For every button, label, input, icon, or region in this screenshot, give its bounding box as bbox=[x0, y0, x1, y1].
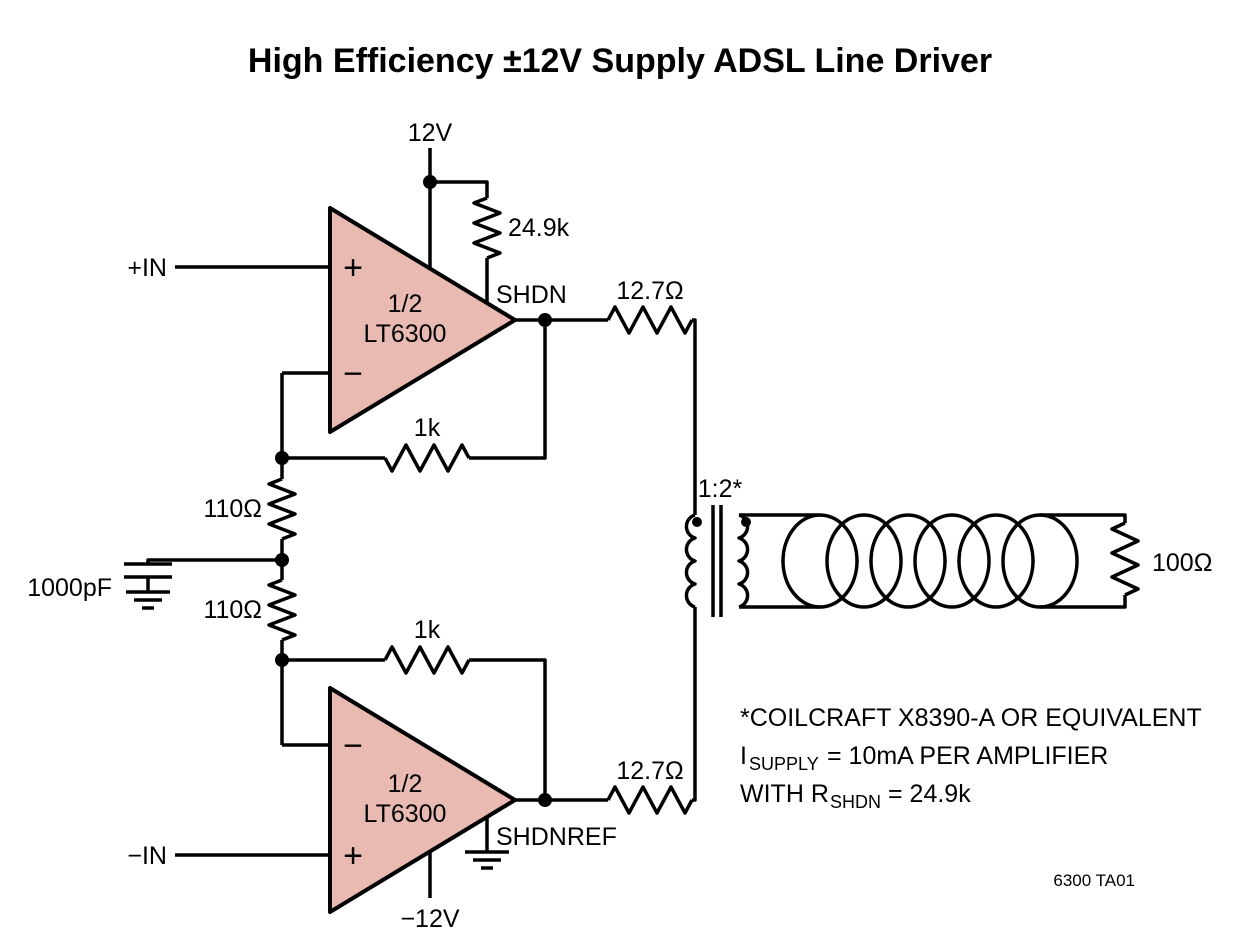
opamp-bottom-body bbox=[328, 686, 517, 914]
opamp-bottom-fraction: 1/2 bbox=[388, 770, 423, 798]
input-plus-label: +IN bbox=[127, 254, 167, 282]
transformer-ratio-label: 1:2* bbox=[698, 475, 743, 503]
wire-feedback-bottom-right bbox=[469, 658, 547, 800]
figure-id: 6300 TA01 bbox=[1053, 871, 1135, 890]
twisted-pair-loop bbox=[781, 513, 859, 609]
resistor-shdn-pullup bbox=[472, 196, 502, 260]
note-rshdn-subscript: SHDN bbox=[830, 792, 881, 812]
input-minus-label: −IN bbox=[127, 842, 167, 870]
note-supply-current-post: = 10mA PER AMPLIFIER bbox=[827, 742, 1108, 770]
resistor-feedback-bottom-label: 1k bbox=[414, 616, 441, 644]
opamp-top-fraction: 1/2 bbox=[388, 290, 423, 318]
shdnref-pin-label: SHDNREF bbox=[496, 823, 617, 851]
note-rshdn-pre: WITH R bbox=[740, 780, 829, 808]
schematic-title: High Efficiency ±12V Supply ADSL Line Dr… bbox=[248, 42, 992, 80]
resistor-series-top bbox=[606, 305, 694, 335]
wire-line-top bbox=[1040, 513, 1127, 523]
opamp-bottom-part-number: LT6300 bbox=[364, 800, 447, 828]
opamp-top-body bbox=[328, 206, 517, 434]
resistor-feedback-top bbox=[383, 443, 471, 473]
twisted-pair-loop bbox=[825, 513, 903, 609]
supply-negative-label: −12V bbox=[400, 905, 459, 933]
opamp-top-plus-sign: + bbox=[343, 249, 363, 287]
resistor-gain-bottom-label: 110Ω bbox=[203, 596, 262, 624]
shdn-pin-label: SHDN bbox=[496, 281, 567, 309]
wire-feedback-top-right bbox=[469, 320, 547, 460]
opamp-top-part-number: LT6300 bbox=[364, 320, 447, 348]
resistor-series-top-label: 12.7Ω bbox=[616, 277, 683, 305]
ground-symbol-capacitor bbox=[126, 590, 170, 610]
wire-to-transformer-bottom bbox=[692, 607, 697, 802]
supply-positive-label: 12V bbox=[408, 119, 453, 147]
transformer-primary-winding bbox=[684, 513, 697, 609]
capacitor-label: 1000pF bbox=[27, 574, 112, 602]
transformer-polarity-dot-secondary bbox=[741, 517, 751, 527]
resistor-feedback-bottom bbox=[383, 645, 471, 675]
ground-symbol-shdnref bbox=[465, 850, 509, 870]
resistor-series-bottom-label: 12.7Ω bbox=[616, 757, 683, 785]
resistor-gain-bottom bbox=[267, 578, 297, 642]
twisted-pair-loop bbox=[957, 513, 1035, 609]
wire-line-bottom bbox=[1040, 595, 1127, 609]
twisted-pair-loop bbox=[869, 513, 947, 609]
note-supply-current-pre: I bbox=[740, 742, 747, 770]
resistor-shdn-pullup-label: 24.9k bbox=[508, 214, 570, 242]
opamp-bottom-plus-sign: + bbox=[343, 837, 363, 875]
resistor-feedback-top-label: 1k bbox=[414, 414, 441, 442]
note-coilcraft: *COILCRAFT X8390-A OR EQUIVALENT bbox=[740, 704, 1202, 732]
transformer-core bbox=[711, 505, 723, 617]
twisted-pair-loop bbox=[913, 513, 991, 609]
resistor-series-bottom bbox=[606, 785, 694, 815]
twisted-pair-loop bbox=[1001, 513, 1079, 609]
note-rshdn-post: = 24.9k bbox=[888, 780, 971, 808]
opamp-top-minus-sign: − bbox=[343, 355, 363, 393]
opamp-bottom-minus-sign: − bbox=[343, 727, 363, 765]
junction-dot bbox=[538, 793, 552, 807]
note-supply-current-subscript: SUPPLY bbox=[749, 754, 819, 774]
resistor-load bbox=[1110, 521, 1140, 597]
wire-shdn-branch bbox=[430, 180, 489, 198]
resistor-load-label: 100Ω bbox=[1152, 549, 1212, 577]
wire-to-transformer-top bbox=[692, 318, 697, 515]
resistor-gain-top bbox=[267, 477, 297, 541]
transformer-polarity-dot-primary bbox=[692, 517, 702, 527]
resistor-gain-top-label: 110Ω bbox=[203, 495, 262, 523]
transformer-secondary-winding bbox=[737, 513, 750, 609]
